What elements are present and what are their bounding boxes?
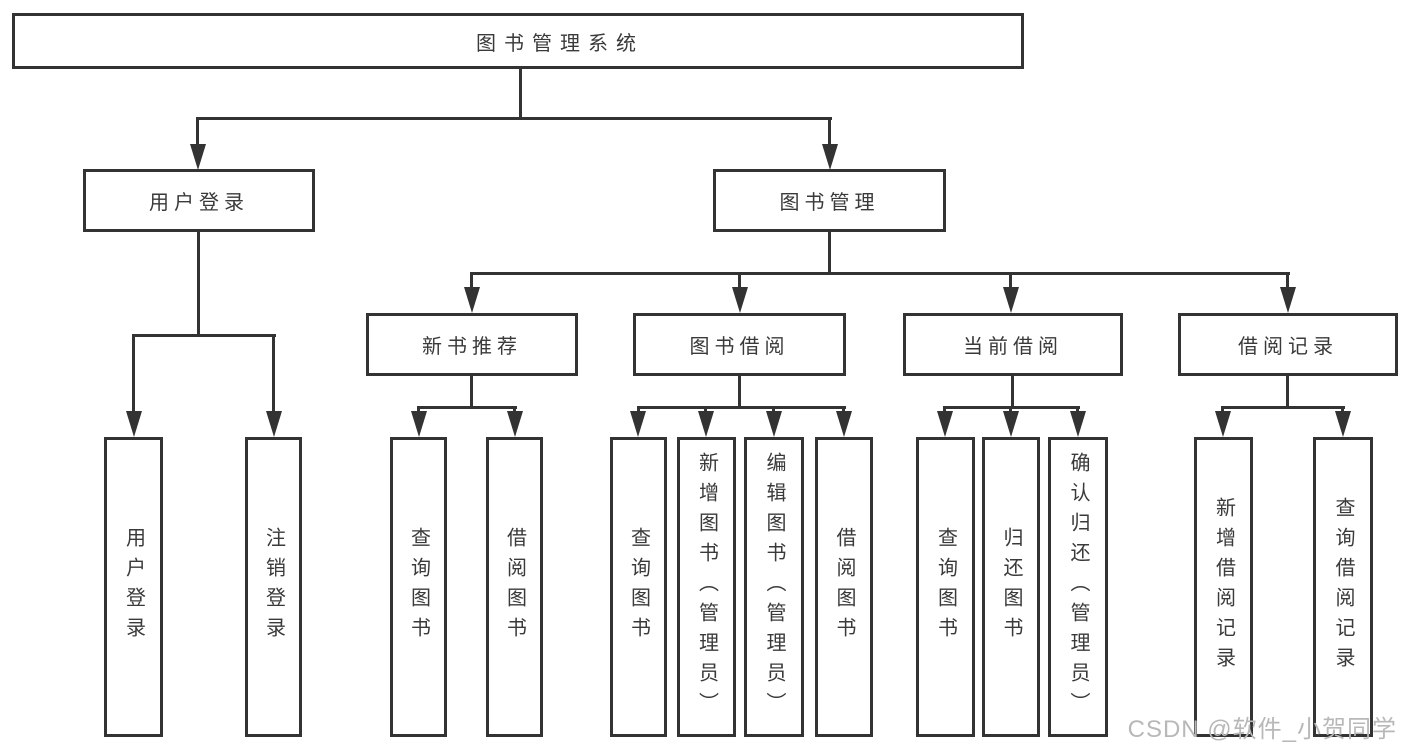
leaf-query-books-recommend-label: 查询图书 (407, 527, 430, 647)
connector-arrowhead (1335, 411, 1351, 437)
leaf-borrow-books-recommend: 借阅图书 (486, 437, 543, 737)
leaf-query-books-current: 查询图书 (916, 437, 975, 737)
leaf-add-borrow-record-label: 新增借阅记录 (1212, 497, 1235, 677)
node-book-management-label: 图书管理 (779, 192, 880, 214)
leaf-query-books-recommend: 查询图书 (390, 437, 447, 737)
connector-recommend-bar (417, 406, 517, 409)
node-book-management: 图书管理 (713, 169, 946, 232)
connector-arrowhead (1215, 411, 1231, 437)
leaf-borrow-books-recommend-label: 借阅图书 (503, 527, 526, 647)
node-borrowing-records-label: 借阅记录 (1238, 336, 1338, 358)
connector-level3-bar (470, 272, 1290, 275)
connector-level1-bar (196, 117, 832, 120)
node-user-login-label: 用户登录 (149, 192, 249, 214)
connector-arrowhead (766, 411, 782, 437)
leaf-logout: 注销登录 (245, 437, 302, 737)
connector-user-login-bar (132, 334, 276, 337)
leaf-edit-books-admin-label: 编辑图书（管理员） (763, 452, 785, 722)
leaf-add-books-admin: 新增图书（管理员） (677, 437, 736, 737)
leaf-query-books-borrow-label: 查询图书 (627, 527, 650, 647)
connector-arrowhead (630, 411, 646, 437)
connector-level3-stem (1009, 274, 1012, 289)
connector-arrowhead (732, 287, 748, 313)
connector-user-login-stem (196, 118, 199, 147)
leaf-user-login: 用户登录 (104, 437, 163, 737)
leaf-borrow-books-label: 借阅图书 (833, 527, 855, 647)
node-new-book-recommendation-label: 新书推荐 (422, 336, 522, 358)
leaf-add-borrow-record: 新增借阅记录 (1194, 437, 1253, 737)
connector-arrowhead (937, 411, 953, 437)
connector-arrowhead (1003, 411, 1019, 437)
node-current-borrowing: 当前借阅 (903, 313, 1123, 376)
leaf-query-borrow-record: 查询借阅记录 (1313, 437, 1373, 737)
connector-level3-stem (470, 274, 473, 289)
connector-arrowhead (126, 411, 142, 437)
connector-current-down (1011, 375, 1014, 408)
connector-borrowing-bar (637, 406, 846, 409)
node-user-login: 用户登录 (83, 169, 315, 232)
leaf-query-borrow-record-label: 查询借阅记录 (1332, 497, 1354, 677)
connector-level3-stem (1286, 274, 1289, 289)
leaf-return-books: 归还图书 (982, 437, 1040, 737)
leaf-return-books-label: 归还图书 (1000, 527, 1022, 647)
leaf-add-books-admin-label: 新增图书（管理员） (695, 452, 718, 722)
leaf-logout-label: 注销登录 (262, 527, 285, 647)
connector-book-management-stem (828, 118, 831, 147)
connector-user-login-down (197, 231, 200, 336)
connector-leaf-stem (132, 336, 135, 413)
connector-arrowhead (1003, 287, 1019, 313)
connector-current-bar (943, 406, 1080, 409)
node-book-borrowing: 图书借阅 (633, 313, 846, 376)
connector-level3-stem (738, 274, 741, 289)
connector-leaf-stem (272, 336, 275, 413)
leaf-edit-books-admin: 编辑图书（管理员） (744, 437, 804, 737)
leaf-confirm-return-admin-label: 确认归还（管理员） (1067, 452, 1089, 722)
connector-arrowhead (190, 144, 206, 170)
csdn-watermark: CSDN @软件_小贺同学 (1127, 716, 1397, 743)
connector-arrowhead (266, 411, 282, 437)
connector-borrowing-down (738, 375, 741, 408)
connector-root-stem (519, 68, 522, 119)
node-root: 图书管理系统 (12, 13, 1024, 69)
node-borrowing-records: 借阅记录 (1178, 313, 1398, 376)
node-current-borrowing-label: 当前借阅 (963, 336, 1063, 358)
connector-arrowhead (1070, 411, 1086, 437)
connector-records-bar (1221, 406, 1345, 409)
node-new-book-recommendation: 新书推荐 (366, 313, 578, 376)
connector-arrowhead (411, 411, 427, 437)
leaf-confirm-return-admin: 确认归还（管理员） (1048, 437, 1108, 737)
leaf-user-login-label: 用户登录 (122, 527, 145, 647)
connector-recommend-down (470, 375, 473, 408)
node-book-borrowing-label: 图书借阅 (689, 336, 790, 358)
connector-arrowhead (822, 144, 838, 170)
leaf-query-books-current-label: 查询图书 (934, 527, 957, 647)
connector-arrowhead (464, 287, 480, 313)
connector-arrowhead (1280, 287, 1296, 313)
node-root-label: 图书管理系统 (476, 32, 644, 55)
leaf-borrow-books: 借阅图书 (815, 437, 873, 737)
leaf-query-books-borrow: 查询图书 (610, 437, 667, 737)
connector-records-down (1286, 375, 1289, 408)
connector-arrowhead (836, 411, 852, 437)
connector-book-management-down (828, 231, 831, 274)
connector-arrowhead (698, 411, 714, 437)
connector-arrowhead (507, 411, 523, 437)
